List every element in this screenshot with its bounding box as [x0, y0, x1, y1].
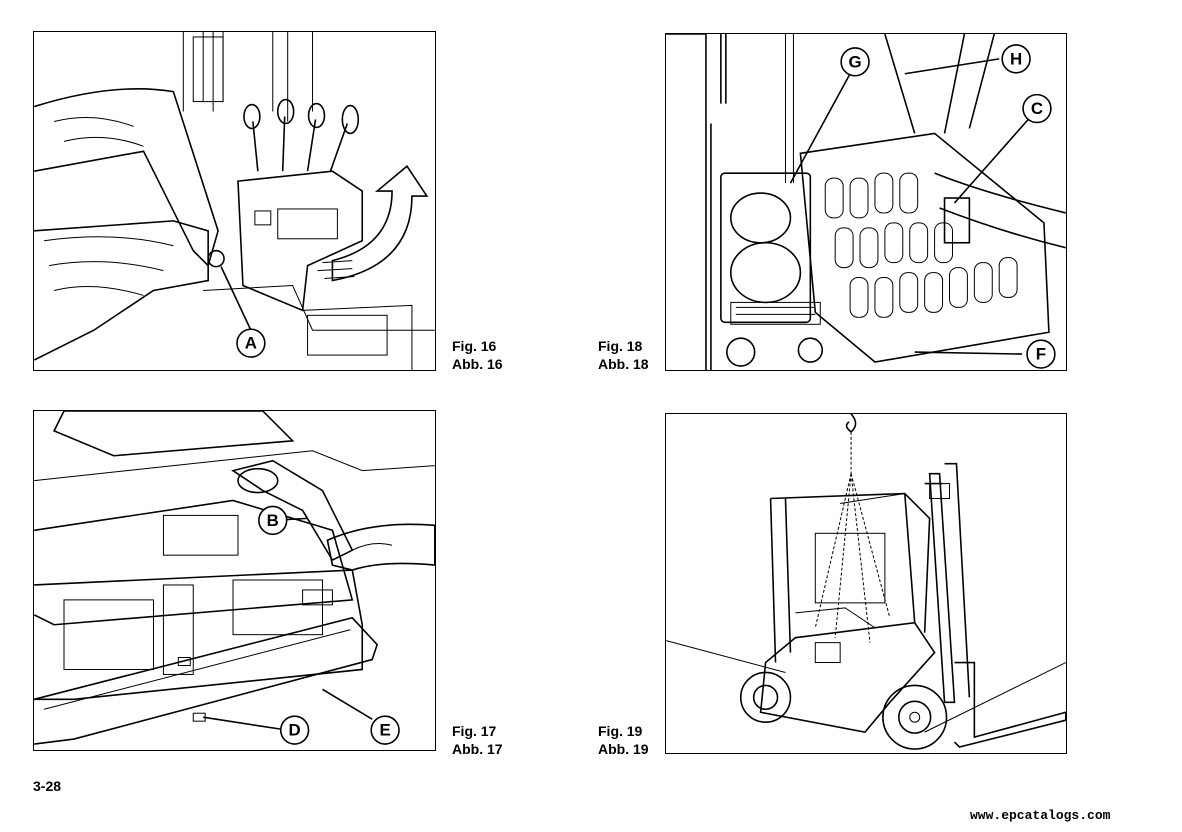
label-g: G [840, 47, 870, 77]
label-c: C [1022, 93, 1052, 124]
caption-fig-18: Fig. 18 [598, 338, 643, 354]
figure-17-drawing: B D E [34, 411, 435, 745]
caption-fig-19: Fig. 19 [598, 723, 643, 739]
figure-16-drawing: A [34, 32, 435, 370]
page-number: 3-28 [33, 778, 62, 794]
figure-18-drawing: G H C F [666, 34, 1066, 370]
svg-text:C: C [1031, 99, 1043, 118]
caption-abb-17: Abb. 17 [452, 741, 503, 757]
label-b: B [258, 505, 288, 536]
figure-16-caption: Fig. 16 Abb. 16 [452, 337, 503, 373]
figure-17-caption: Fig. 17 Abb. 17 [452, 722, 503, 758]
label-h: H [1001, 44, 1031, 74]
svg-text:F: F [1036, 345, 1046, 364]
caption-fig-16: Fig. 16 [452, 338, 497, 354]
figure-17-illustration: B D E [33, 410, 436, 751]
svg-text:D: D [289, 721, 301, 740]
caption-abb-18: Abb. 18 [598, 356, 649, 372]
label-a: A [236, 328, 266, 358]
svg-text:B: B [267, 511, 279, 530]
figure-16-illustration: A [33, 31, 436, 371]
figure-18-illustration: G H C F [665, 33, 1067, 371]
figure-19-drawing [666, 414, 1066, 750]
caption-fig-17: Fig. 17 [452, 723, 497, 739]
watermark-url[interactable]: www.epcatalogs.com [970, 808, 1111, 823]
caption-abb-19: Abb. 19 [598, 741, 649, 757]
figure-19-illustration [665, 413, 1067, 754]
svg-text:A: A [245, 334, 257, 353]
svg-text:G: G [848, 52, 861, 71]
figure-18-caption: Fig. 18 Abb. 18 [598, 337, 649, 373]
caption-abb-16: Abb. 16 [452, 356, 503, 372]
label-d: D [279, 715, 310, 745]
label-f: F [1026, 339, 1056, 369]
figure-19-caption: Fig. 19 Abb. 19 [598, 722, 649, 758]
svg-text:H: H [1010, 49, 1022, 68]
svg-text:E: E [379, 721, 390, 740]
label-e: E [370, 715, 400, 745]
